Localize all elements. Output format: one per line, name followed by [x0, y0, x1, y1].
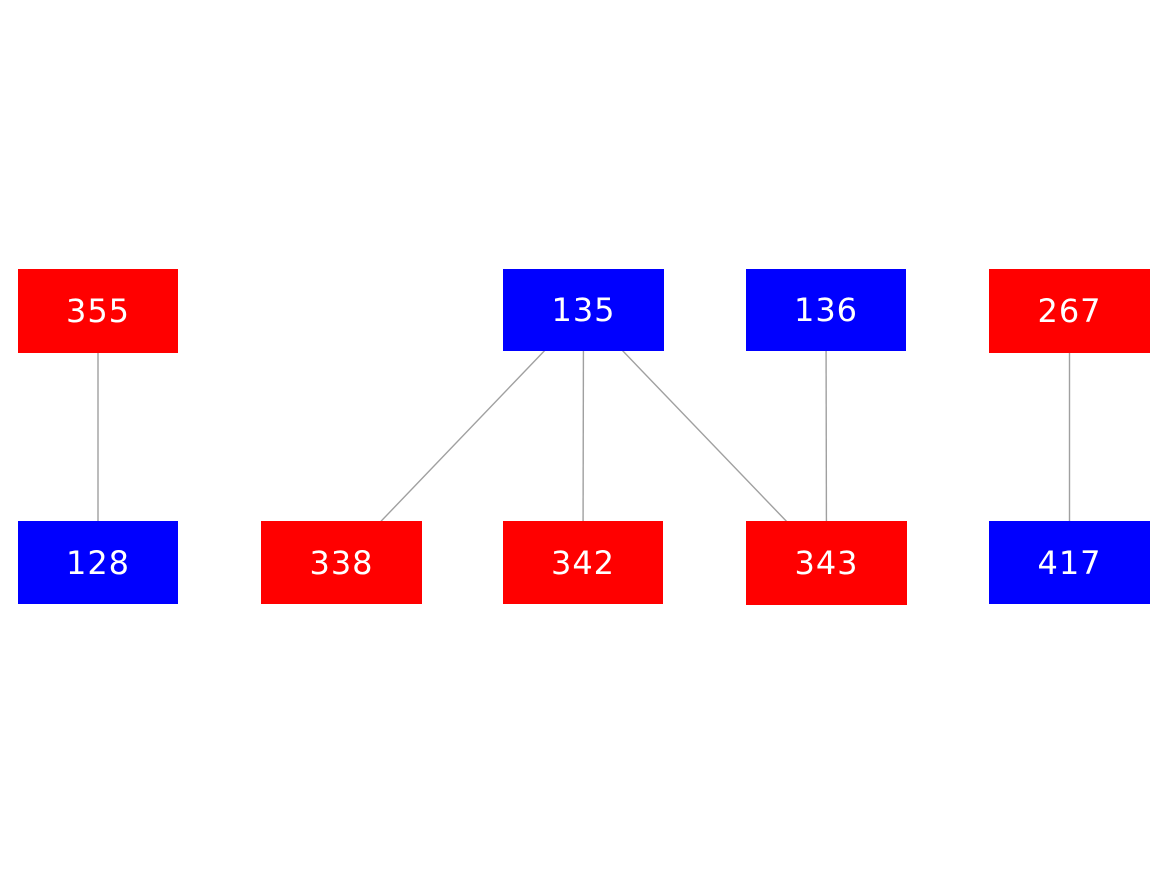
graph-node-342: 342	[503, 521, 663, 604]
graph-node-267: 267	[989, 269, 1150, 353]
graph-node-343: 343	[746, 521, 907, 605]
graph-node-338: 338	[261, 521, 422, 604]
graph-node-135: 135	[503, 269, 664, 351]
graph-node-128: 128	[18, 521, 178, 604]
graph-node-417: 417	[989, 521, 1150, 604]
node-label: 417	[1037, 543, 1102, 582]
node-label: 342	[550, 543, 616, 582]
graph-node-355: 355	[18, 269, 178, 353]
node-label: 355	[65, 292, 131, 330]
node-label: 135	[551, 291, 616, 329]
node-label: 267	[1037, 292, 1102, 330]
node-label: 343	[794, 544, 859, 582]
graph-node-136: 136	[746, 269, 906, 351]
node-label: 136	[793, 291, 859, 329]
node-label: 128	[65, 543, 131, 582]
node-label: 338	[309, 543, 374, 582]
